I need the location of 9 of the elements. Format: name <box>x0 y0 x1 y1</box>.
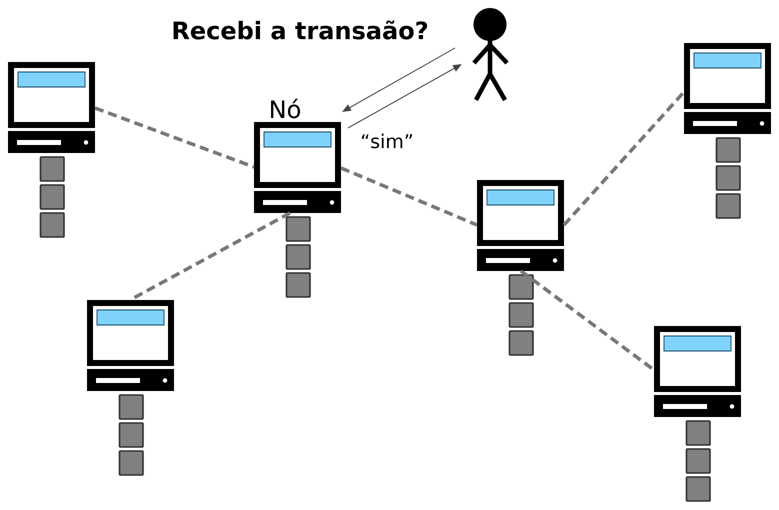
person-icon <box>472 8 510 102</box>
computer-icon <box>87 300 174 391</box>
node-label: Nó <box>271 98 300 118</box>
edge-label: “sim” <box>359 132 415 150</box>
edge-label: Recebi a transaão? <box>170 20 430 40</box>
computer-icon <box>477 180 564 271</box>
computer-icon <box>684 43 771 134</box>
computer-icon <box>8 62 95 153</box>
computer-icon <box>654 326 741 417</box>
